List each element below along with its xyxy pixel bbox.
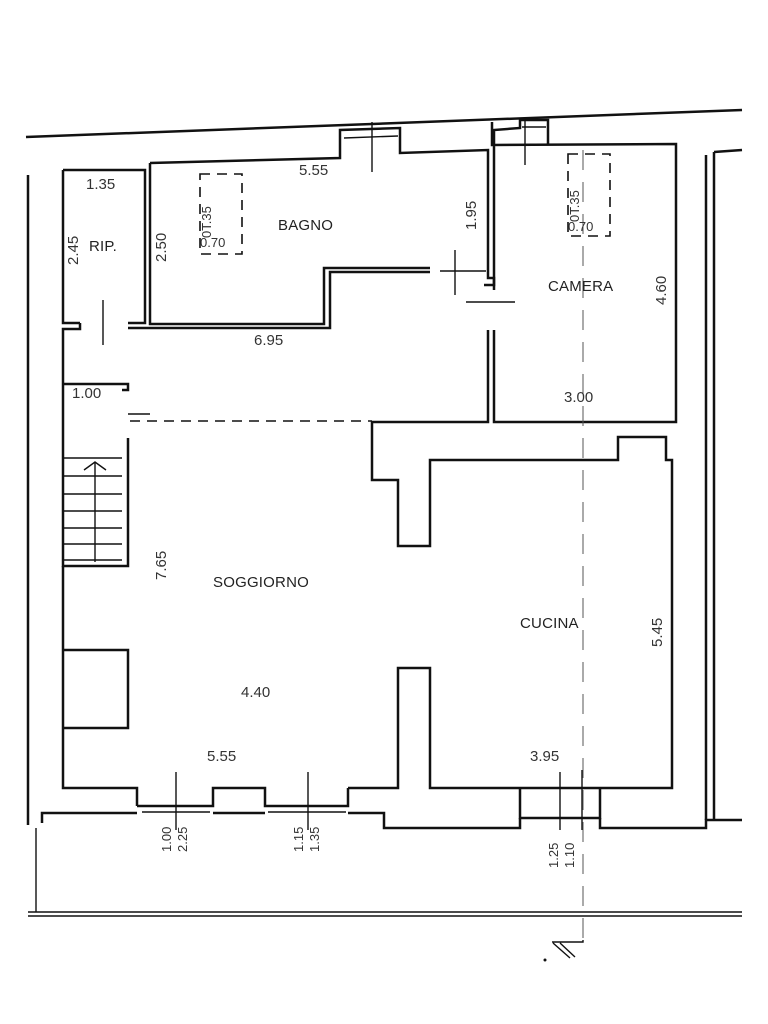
dim-rip-depth: 2.45: [65, 235, 82, 265]
section-marker-icon: [552, 940, 584, 959]
dim-corridor-width: 6.95: [254, 332, 284, 349]
dim-bagno-depth-right: 1.95: [463, 200, 480, 230]
dim-camera-width: 3.00: [564, 389, 594, 406]
dim-soggiorno-bottom: 5.55: [207, 748, 237, 765]
room-label-cucina: CUCINA: [520, 615, 579, 632]
dim-rip-width: 1.35: [86, 176, 116, 193]
room-label-camera: CAMERA: [548, 278, 614, 295]
camera-fixture-a: 0T.35: [567, 190, 582, 222]
rip-walls: [61, 168, 147, 325]
outer-top-wall: [25, 108, 743, 139]
camera-fixture-b: 0.70: [568, 219, 594, 234]
room-label-bagno: BAGNO: [278, 217, 334, 234]
camera-walls: [490, 118, 678, 424]
bagno-fixture-outline: [199, 173, 243, 255]
stair-arrow-icon: [83, 461, 107, 471]
dim-soggiorno-width: 4.40: [241, 684, 271, 701]
dim-cucina-width: 3.95: [530, 748, 560, 765]
soggiorno-bottom-wall: [137, 786, 350, 808]
room-label-rip: RIP.: [89, 238, 118, 255]
window-3-b: 1.10: [562, 842, 577, 868]
camera-fixture-outline: [567, 153, 611, 237]
window-2-b: 1.35: [307, 826, 322, 852]
bagno-fixture-a: 0T.35: [199, 206, 214, 238]
dim-soggiorno-depth: 7.65: [153, 550, 170, 580]
stair-walls: [61, 382, 130, 568]
window-1-b: 2.25: [175, 826, 190, 852]
outer-right-wall: [704, 152, 716, 820]
dim-camera-depth: 4.60: [653, 275, 670, 305]
dim-bagno-width: 5.55: [299, 162, 329, 179]
dim-stair-width: 1.00: [72, 385, 102, 402]
window-1-a: 1.00: [159, 826, 174, 852]
bagno-fixture-b: 0.70: [200, 235, 226, 250]
window-2-a: 1.15: [291, 826, 306, 852]
window-3-a: 1.25: [546, 842, 561, 868]
room-label-soggiorno: SOGGIORNO: [213, 574, 309, 591]
dim-cucina-depth: 5.45: [649, 617, 666, 647]
stair-treads: [63, 457, 122, 562]
dim-bagno-depth: 2.50: [153, 232, 170, 262]
